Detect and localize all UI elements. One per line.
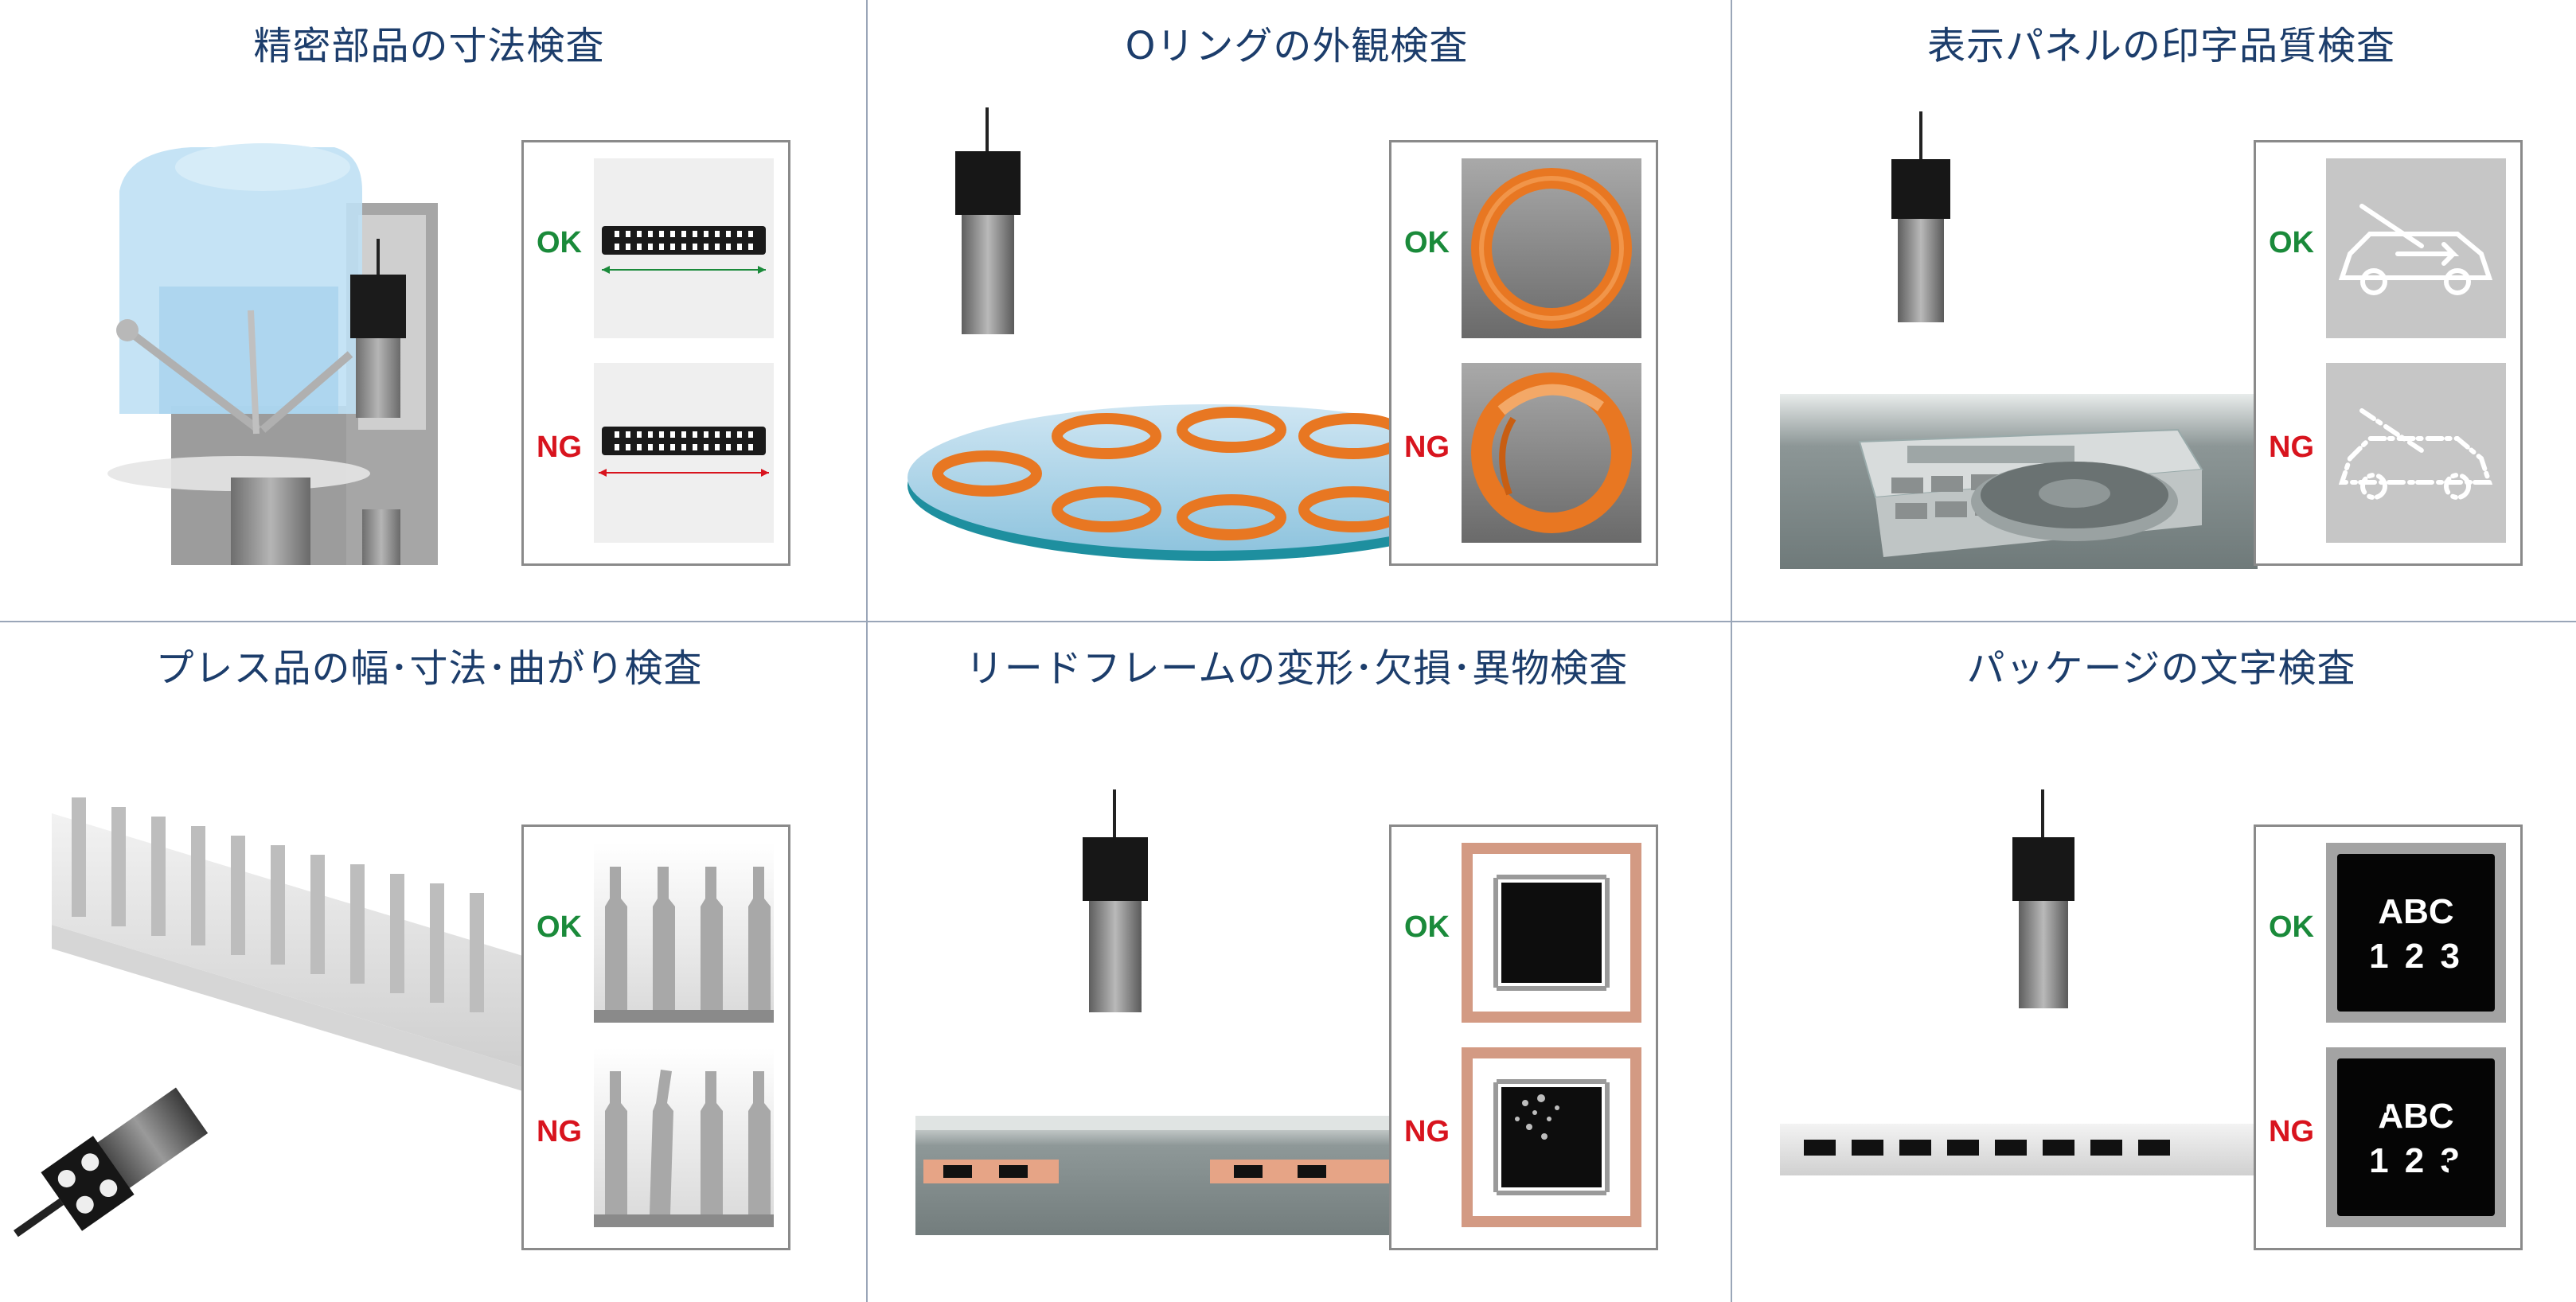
result-panel: OK NG — [1389, 824, 1658, 1250]
ng-package-chip: ABC 1 2 3 — [2337, 1058, 2495, 1216]
ng-car-icon-image — [2326, 363, 2506, 543]
ng-connector-image — [594, 363, 774, 543]
ng-chip-image — [1462, 1047, 1641, 1227]
ng-label: NG — [1404, 431, 1450, 464]
ok-label: OK — [1404, 910, 1450, 944]
cell-title: 精密部品の寸法検査 — [253, 24, 605, 68]
cell-precision-parts: 精密部品の寸法検査 OK NG — [0, 0, 858, 621]
press-scene — [14, 797, 525, 1238]
robot-scene — [107, 143, 438, 565]
ng-defect-mask-2 — [2449, 1160, 2473, 1178]
result-panel: OK NG — [1389, 140, 1658, 566]
ng-label: NG — [1404, 1115, 1450, 1148]
ok-package-image: ABC 1 2 3 — [2326, 843, 2506, 1023]
result-panel: OK NG ABC 1 2 3 ABC 1 2 3 — [2254, 824, 2523, 1250]
cell-title: プレス品の幅･寸法･曲がり検査 — [155, 646, 703, 691]
ok-label: OK — [537, 910, 582, 944]
divider-vertical-1 — [866, 0, 868, 1302]
divider-horizontal — [0, 621, 2576, 622]
cell-title: リードフレームの変形･欠損･異物検査 — [965, 646, 1629, 691]
ok-connector-image — [594, 158, 774, 338]
cell-lead-frame: リードフレームの変形･欠損･異物検査 OK NG — [868, 622, 1726, 1250]
ok-label: OK — [2269, 910, 2314, 944]
cell-title: Oリングの外観検査 — [1125, 24, 1469, 68]
cell-oring: Oリングの外観検査 OK NG — [868, 0, 1726, 621]
cell-press-parts: プレス品の幅･寸法･曲がり検査 OK NG — [0, 622, 858, 1250]
cell-title: パッケージの文字検査 — [1966, 646, 2356, 691]
ng-press-image — [594, 1047, 774, 1227]
result-panel: OK NG — [521, 824, 790, 1250]
ok-label: OK — [1404, 226, 1450, 259]
ok-press-image — [594, 843, 774, 1023]
ok-label: OK — [2269, 226, 2314, 259]
ok-car-icon-image — [2326, 158, 2506, 338]
result-panel: OK NG — [2254, 140, 2523, 566]
cell-package-text: パッケージの文字検査 OK NG ABC 1 2 3 — [1732, 622, 2576, 1250]
result-panel: OK NG — [521, 140, 790, 566]
cell-title: 表示パネルの印字品質検査 — [1926, 24, 2395, 68]
ok-label: OK — [537, 226, 582, 259]
display-scene — [1780, 111, 2258, 569]
ng-label: NG — [2269, 431, 2314, 464]
leadframe-scene — [915, 789, 1393, 1235]
ok-text-line2: 1 2 3 — [2369, 937, 2463, 976]
ng-defect-mask-1 — [2369, 1097, 2387, 1113]
ng-label: NG — [537, 1115, 582, 1148]
oring-scene — [907, 107, 1393, 561]
ng-label: NG — [2269, 1115, 2314, 1148]
ng-label: NG — [537, 431, 582, 464]
ng-text-line1: ABC — [2378, 1097, 2454, 1136]
ng-text-line2: 1 2 3 — [2369, 1141, 2463, 1180]
ok-oring-image — [1462, 158, 1641, 338]
ok-package-chip: ABC 1 2 3 — [2337, 854, 2495, 1012]
ng-oring-image — [1462, 363, 1641, 543]
ng-package-image: ABC 1 2 3 — [2326, 1047, 2506, 1227]
ok-text-line1: ABC — [2378, 892, 2454, 931]
cell-display-panel: 表示パネルの印字品質検査 OK NG — [1732, 0, 2576, 621]
divider-vertical-2 — [1731, 0, 1732, 1302]
package-scene — [1780, 789, 2258, 1175]
ok-chip-image — [1462, 843, 1641, 1023]
